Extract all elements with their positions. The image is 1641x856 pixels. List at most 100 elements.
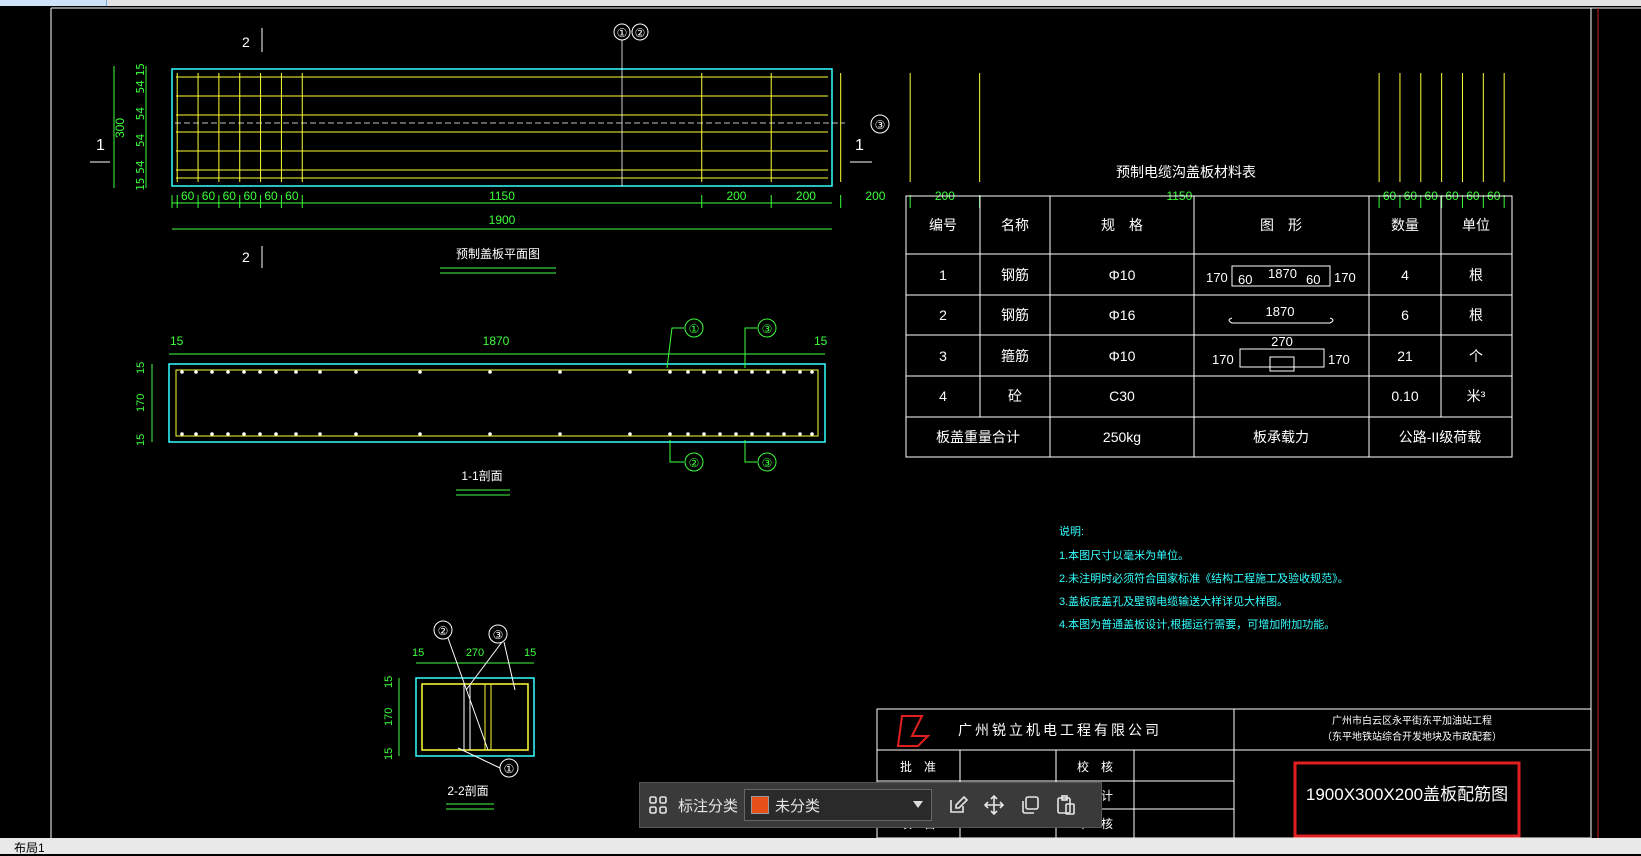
footer-weight-label: 板盖重量合计 <box>936 429 1020 445</box>
svg-text:170: 170 <box>1206 270 1228 285</box>
status-bar: 布局1 <box>0 838 1641 855</box>
svg-text:60: 60 <box>1306 272 1320 287</box>
copy-icon[interactable] <box>1015 790 1045 820</box>
category-selected-value: 未分类 <box>775 797 821 815</box>
s11-callout-1: ① <box>689 322 700 336</box>
rebar-dot <box>798 370 802 374</box>
paste-icon[interactable] <box>1051 790 1081 820</box>
section-mark-2-bottom: 2 <box>242 249 250 265</box>
shape-row2: 1870 <box>1228 304 1334 324</box>
plan-total-dim: 1900 <box>489 213 516 227</box>
rebar-dot <box>258 370 262 374</box>
plan-dim-label: 60 <box>223 189 237 203</box>
rebar-dot <box>750 370 754 374</box>
row4-no: 4 <box>939 388 947 404</box>
rebar-dot <box>318 432 322 436</box>
shape-row1: 170 60 1870 60 170 <box>1206 265 1356 287</box>
rebar-dot <box>226 370 230 374</box>
plan-dim-label: 60 <box>243 189 257 203</box>
row1-unit: 根 <box>1469 267 1483 283</box>
notes-title: 说明: <box>1059 524 1084 538</box>
annotation-category-dropdown[interactable]: 未分类 <box>744 789 933 821</box>
rebar-dot <box>558 370 562 374</box>
plan-rebar-grid <box>176 73 1505 182</box>
s11-callout-3b: ③ <box>762 456 773 470</box>
rebar-dot <box>274 432 278 436</box>
move-icon[interactable] <box>979 790 1009 820</box>
th-no: 编号 <box>929 217 957 233</box>
s22-callout-3: ③ <box>493 628 504 642</box>
rebar-dot <box>210 370 214 374</box>
layout-tab[interactable]: 布局1 <box>14 841 45 855</box>
section-2-2-title: 2-2剖面 <box>447 784 488 798</box>
section-1-1-title: 1-1剖面 <box>461 469 502 483</box>
rebar-dot <box>180 432 184 436</box>
row3-unit: 个 <box>1469 348 1483 364</box>
plan-row-dim-label: 15 <box>134 178 147 191</box>
row2-qty: 6 <box>1401 307 1409 323</box>
th-unit: 单位 <box>1462 217 1490 233</box>
s11-dim-left-1: 170 <box>135 394 147 412</box>
rebar-dot <box>226 432 230 436</box>
rebar-dot <box>686 432 690 436</box>
row3-no: 3 <box>939 348 947 364</box>
plan-dim-label: 60 <box>264 189 278 203</box>
project-line-1: 广州市白云区永平街东平加油站工程 <box>1332 714 1492 727</box>
plan-row-dim-label: 54 <box>134 80 147 94</box>
chevron-down-icon <box>913 801 924 808</box>
axis-label-1: ① <box>617 26 628 40</box>
axis-label-3: ③ <box>875 118 886 132</box>
row4-name: 砼 <box>1008 388 1022 404</box>
section-mark-1-right: 1 <box>855 137 864 154</box>
rebar-dot <box>194 432 198 436</box>
rebar-dot <box>782 432 786 436</box>
row4-unit: 米³ <box>1467 388 1486 404</box>
rebar-dot <box>242 370 246 374</box>
row2-unit: 根 <box>1469 307 1483 323</box>
row2-name: 钢筋 <box>1001 307 1029 323</box>
s11-dim-top-mid: 1870 <box>483 334 510 348</box>
axis-bubble-1 <box>613 23 631 41</box>
rebar-dot <box>702 432 706 436</box>
svg-text:270: 270 <box>1271 334 1293 349</box>
company-name: 广州锐立机电工程有限公司 <box>958 722 1162 738</box>
rebar-dot <box>294 370 298 374</box>
rebar-dot <box>810 432 814 436</box>
plan-dim-label: 60 <box>202 189 216 203</box>
plan-title: 预制盖板平面图 <box>456 247 540 261</box>
row3-qty: 21 <box>1397 348 1413 364</box>
row1-name: 钢筋 <box>1001 267 1029 283</box>
label-check: 校 核 <box>1077 759 1113 774</box>
axis-bubble-2 <box>631 23 649 41</box>
shape-row3: 170 270 170 <box>1212 334 1350 372</box>
s22-dim-top-1: 270 <box>466 647 484 659</box>
drawing-title-highlight-box <box>1293 761 1521 838</box>
rebar-dot <box>194 370 198 374</box>
rebar-dot <box>628 432 632 436</box>
active-document-tab[interactable] <box>0 0 107 6</box>
th-name: 名称 <box>1001 217 1029 233</box>
rebar-dot <box>258 432 262 436</box>
rebar-dot <box>558 432 562 436</box>
plan-dim-label: 200 <box>726 189 746 203</box>
plan-row-dim-label: 54 <box>134 160 147 174</box>
rebar-dot <box>766 432 770 436</box>
grid-icon[interactable] <box>643 790 673 820</box>
category-color-swatch <box>751 796 770 814</box>
row4-qty: 0.10 <box>1391 388 1418 404</box>
section-mark-1-left: 1 <box>96 137 105 154</box>
row2-spec: Φ16 <box>1109 307 1136 323</box>
s11-callout-2: ② <box>689 456 700 470</box>
rebar-dot <box>798 432 802 436</box>
rebar-dot <box>766 370 770 374</box>
row4-spec: C30 <box>1109 388 1135 404</box>
row1-no: 1 <box>939 267 947 283</box>
edit-icon[interactable] <box>943 790 973 820</box>
rebar-dot <box>668 432 672 436</box>
s22-dim-left-1: 170 <box>383 708 395 726</box>
plan-outline <box>171 68 833 187</box>
rebar-dot <box>734 432 738 436</box>
